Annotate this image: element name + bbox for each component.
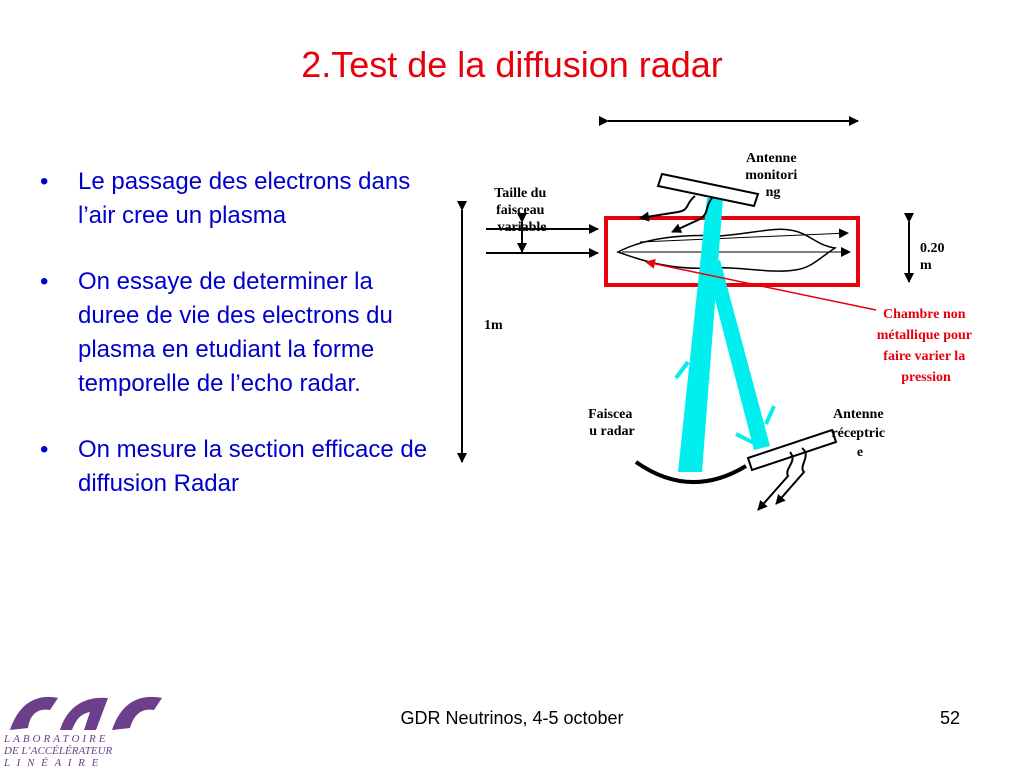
chamber-label: Chambre non métallique pour faire varier… bbox=[877, 307, 976, 385]
lal-logo: LABORATOIRE DE L’ACCÉLÉRATEUR L I N É A … bbox=[3, 696, 162, 768]
chamber-pointer-arrow bbox=[645, 258, 877, 311]
beam-tick bbox=[674, 360, 690, 380]
beam-size-label: Taille du faisceau variable bbox=[494, 186, 550, 235]
chamber-box bbox=[604, 216, 860, 287]
bullet-text: On essaye de determiner la duree de vie … bbox=[78, 268, 393, 397]
logo-mark bbox=[10, 696, 58, 730]
plasma-upper-arrow bbox=[639, 228, 849, 243]
radar-dish bbox=[634, 460, 748, 484]
page-number: 52 bbox=[940, 708, 961, 728]
monitoring-antenna-cable bbox=[639, 195, 696, 222]
receiving-antenna-plate bbox=[746, 428, 838, 472]
dimension-020-label: 0.20 m bbox=[920, 241, 948, 273]
bullet-text: On mesure la section efficace de diffusi… bbox=[78, 436, 428, 497]
radar-beam-label: Faiscea u radar bbox=[588, 407, 636, 439]
dimension-1m-label: 1m bbox=[484, 318, 503, 333]
slide-title: 2.Test de la diffusion radar bbox=[301, 44, 723, 85]
radar-setup-diagram: 1m 0.20 m Antenne monitori ng Taille du … bbox=[457, 116, 976, 511]
plasma-shape bbox=[616, 228, 838, 272]
footer-text: GDR Neutrinos, 4-5 october bbox=[400, 708, 624, 728]
bullet-icon: • bbox=[40, 436, 49, 463]
receiving-antenna-cable bbox=[775, 447, 807, 505]
radar-beam-scattered bbox=[706, 260, 770, 450]
logo-mark bbox=[60, 697, 108, 730]
beam-tick bbox=[735, 432, 759, 447]
bullet-text: Le passage des electrons dans l’air cree… bbox=[78, 168, 411, 229]
beam-tick bbox=[764, 405, 776, 425]
bullet-item: • On mesure la section efficace de diffus… bbox=[40, 433, 435, 501]
antenna-receiver-label: Antenne réceptric e bbox=[831, 407, 888, 460]
logo-line: LABORATOIRE bbox=[3, 733, 109, 745]
monitoring-antenna-plate bbox=[656, 172, 760, 208]
bullet-item: • On essaye de determiner la duree de vie… bbox=[40, 265, 435, 401]
beam-tick bbox=[700, 359, 710, 381]
logo-mark bbox=[112, 696, 162, 730]
logo-line: DE L’ACCÉLÉRATEUR bbox=[3, 745, 113, 757]
bullet-item: • Le passage des electrons dans l’air cre… bbox=[40, 165, 435, 233]
monitoring-antenna-cable bbox=[671, 197, 713, 233]
bullet-icon: • bbox=[40, 168, 49, 195]
bullet-icon: • bbox=[40, 268, 49, 295]
receiving-antenna-cable bbox=[757, 451, 794, 511]
logo-line: L I N É A I R E bbox=[3, 757, 100, 768]
bullet-list: • Le passage des electrons dans l’air cre… bbox=[40, 165, 435, 533]
antenna-monitoring-label: Antenne monitori ng bbox=[745, 151, 801, 200]
